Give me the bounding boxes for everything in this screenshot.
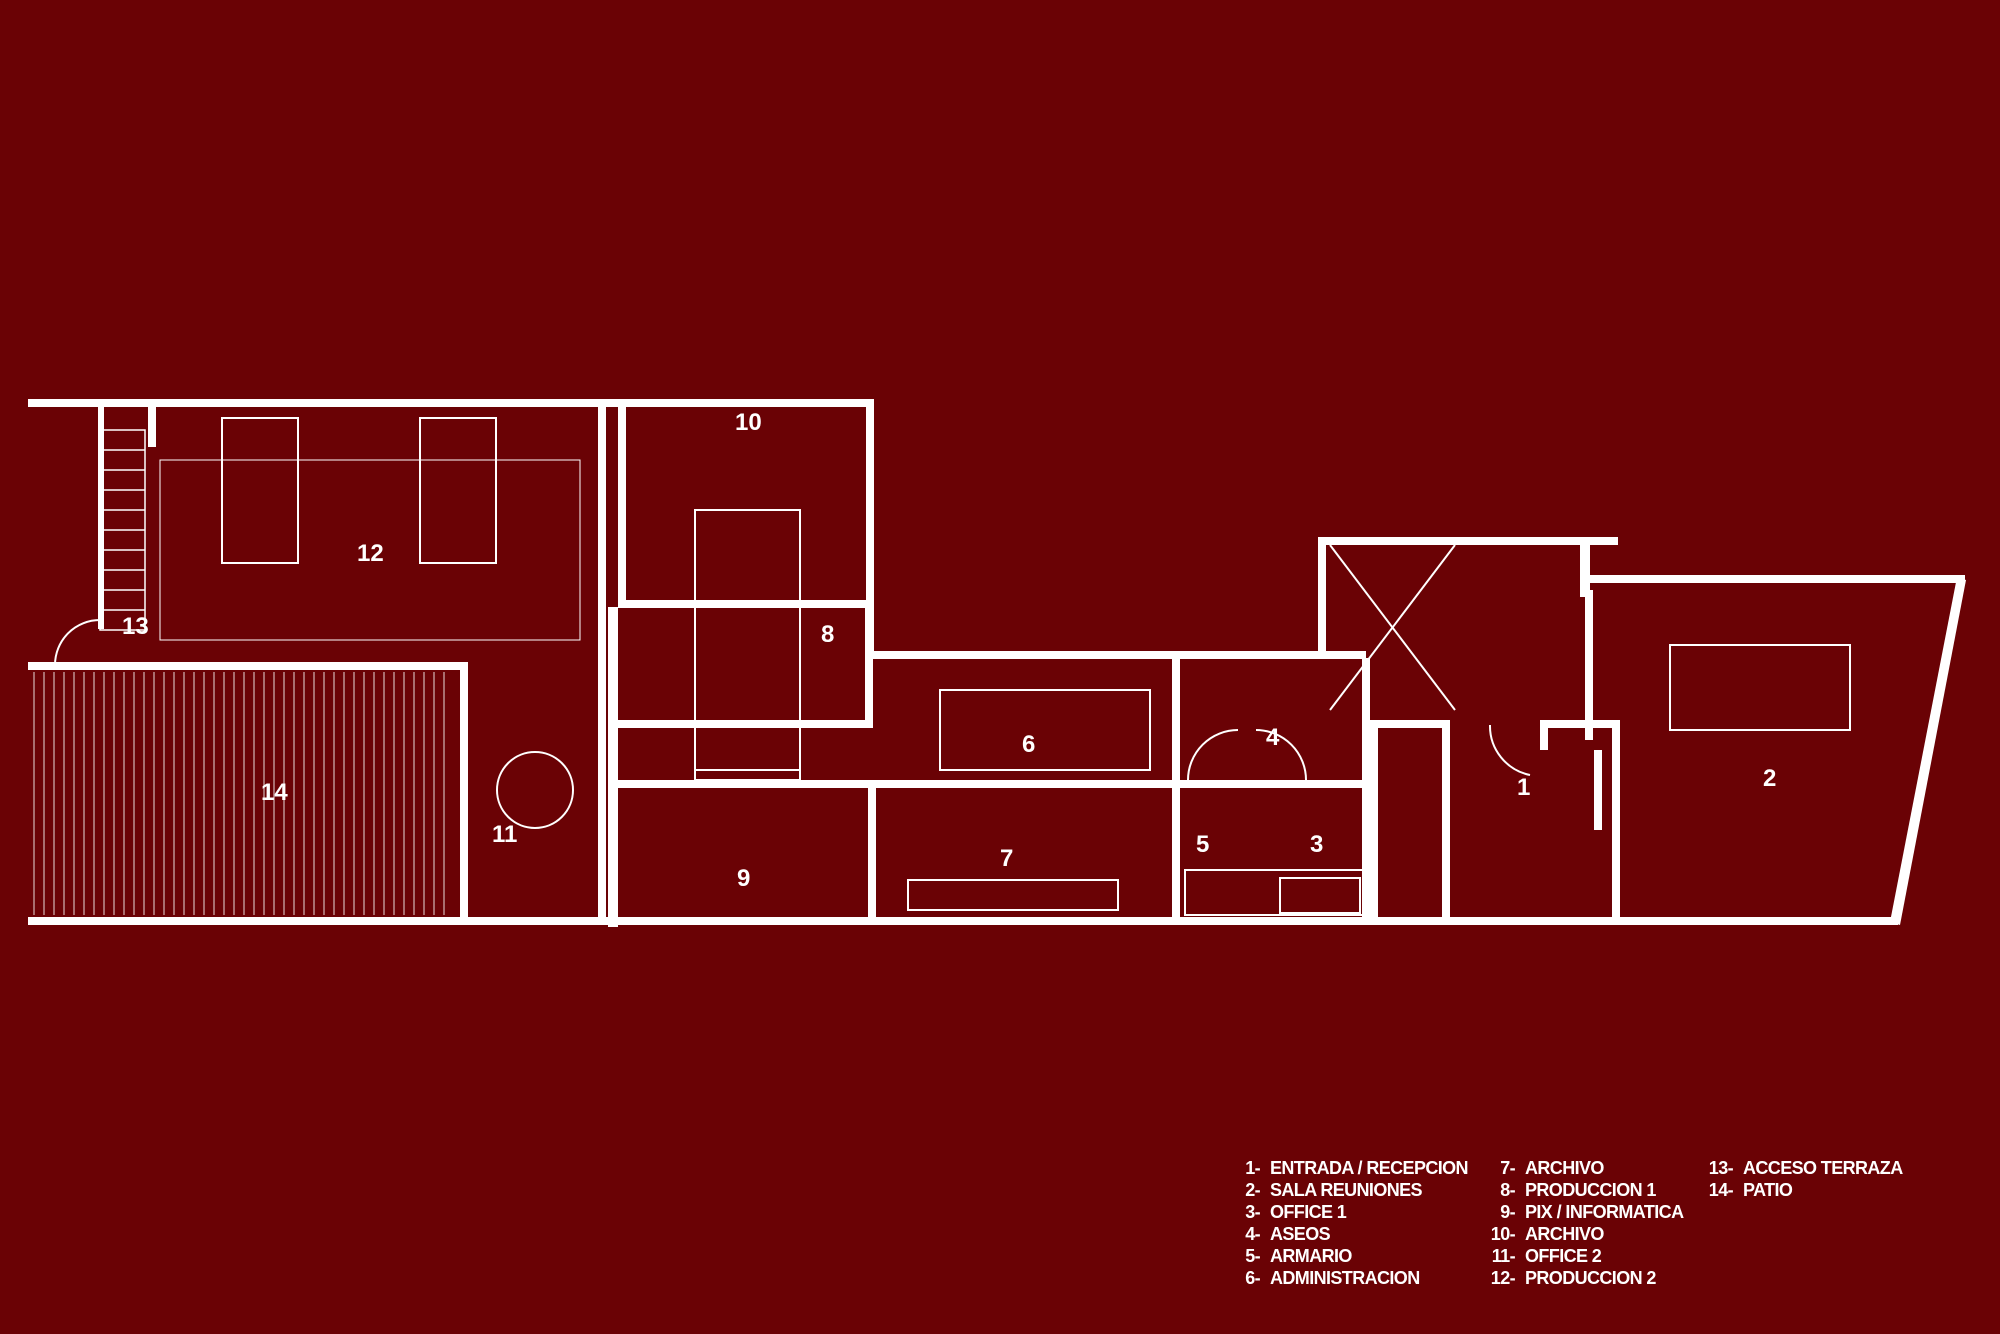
patio-slats <box>33 672 445 915</box>
room-number-7: 7 <box>1000 845 1013 872</box>
legend-column-2: 7-ARCHIVO 8-PRODUCCION 1 9-PIX / INFORMA… <box>1485 1157 1684 1289</box>
legend-item: 7-ARCHIVO <box>1500 1158 1604 1178</box>
walls <box>28 399 1966 927</box>
room-number-4: 4 <box>1266 724 1280 751</box>
room-number-12: 12 <box>357 540 384 567</box>
room-numbers: 1 2 3 4 5 6 7 8 9 10 11 12 13 14 <box>122 409 1776 892</box>
room-number-5: 5 <box>1196 831 1209 858</box>
legend-item: 9-PIX / INFORMATICA <box>1500 1202 1684 1222</box>
room-number-3: 3 <box>1310 831 1323 858</box>
room-number-10: 10 <box>735 409 762 436</box>
legend-column-1: 1-ENTRADA / RECEPCION 2-SALA REUNIONES 3… <box>1230 1157 1468 1289</box>
legend-item: 4-ASEOS <box>1245 1224 1331 1244</box>
thin-lines <box>54 417 1851 916</box>
stair <box>99 429 146 631</box>
legend-item: 11-OFFICE 2 <box>1491 1246 1602 1266</box>
legend-item: 3-OFFICE 1 <box>1245 1202 1347 1222</box>
room-number-6: 6 <box>1022 731 1035 758</box>
legend-item: 10-ARCHIVO <box>1490 1224 1605 1244</box>
legend-item: 8-PRODUCCION 1 <box>1500 1180 1656 1200</box>
legend-item: 13-ACCESO TERRAZA <box>1708 1158 1903 1178</box>
legend-item: 5-ARMARIO <box>1245 1246 1352 1266</box>
room-number-9: 9 <box>737 865 750 892</box>
room-number-1: 1 <box>1517 774 1530 801</box>
room-number-2: 2 <box>1763 765 1776 792</box>
room-number-8: 8 <box>821 621 834 648</box>
legend-item: 6-ADMINISTRACION <box>1245 1268 1420 1288</box>
legend-column-3: 13-ACCESO TERRAZA 14-PATIO <box>1703 1157 1903 1201</box>
legend-item: 14-PATIO <box>1708 1180 1793 1200</box>
room-number-11: 11 <box>492 821 517 848</box>
room-number-13: 13 <box>122 613 149 640</box>
legend-item: 1-ENTRADA / RECEPCION <box>1245 1158 1468 1178</box>
legend-item: 12-PRODUCCION 2 <box>1490 1268 1657 1288</box>
legend-item: 2-SALA REUNIONES <box>1245 1180 1422 1200</box>
room-number-14: 14 <box>261 779 288 806</box>
